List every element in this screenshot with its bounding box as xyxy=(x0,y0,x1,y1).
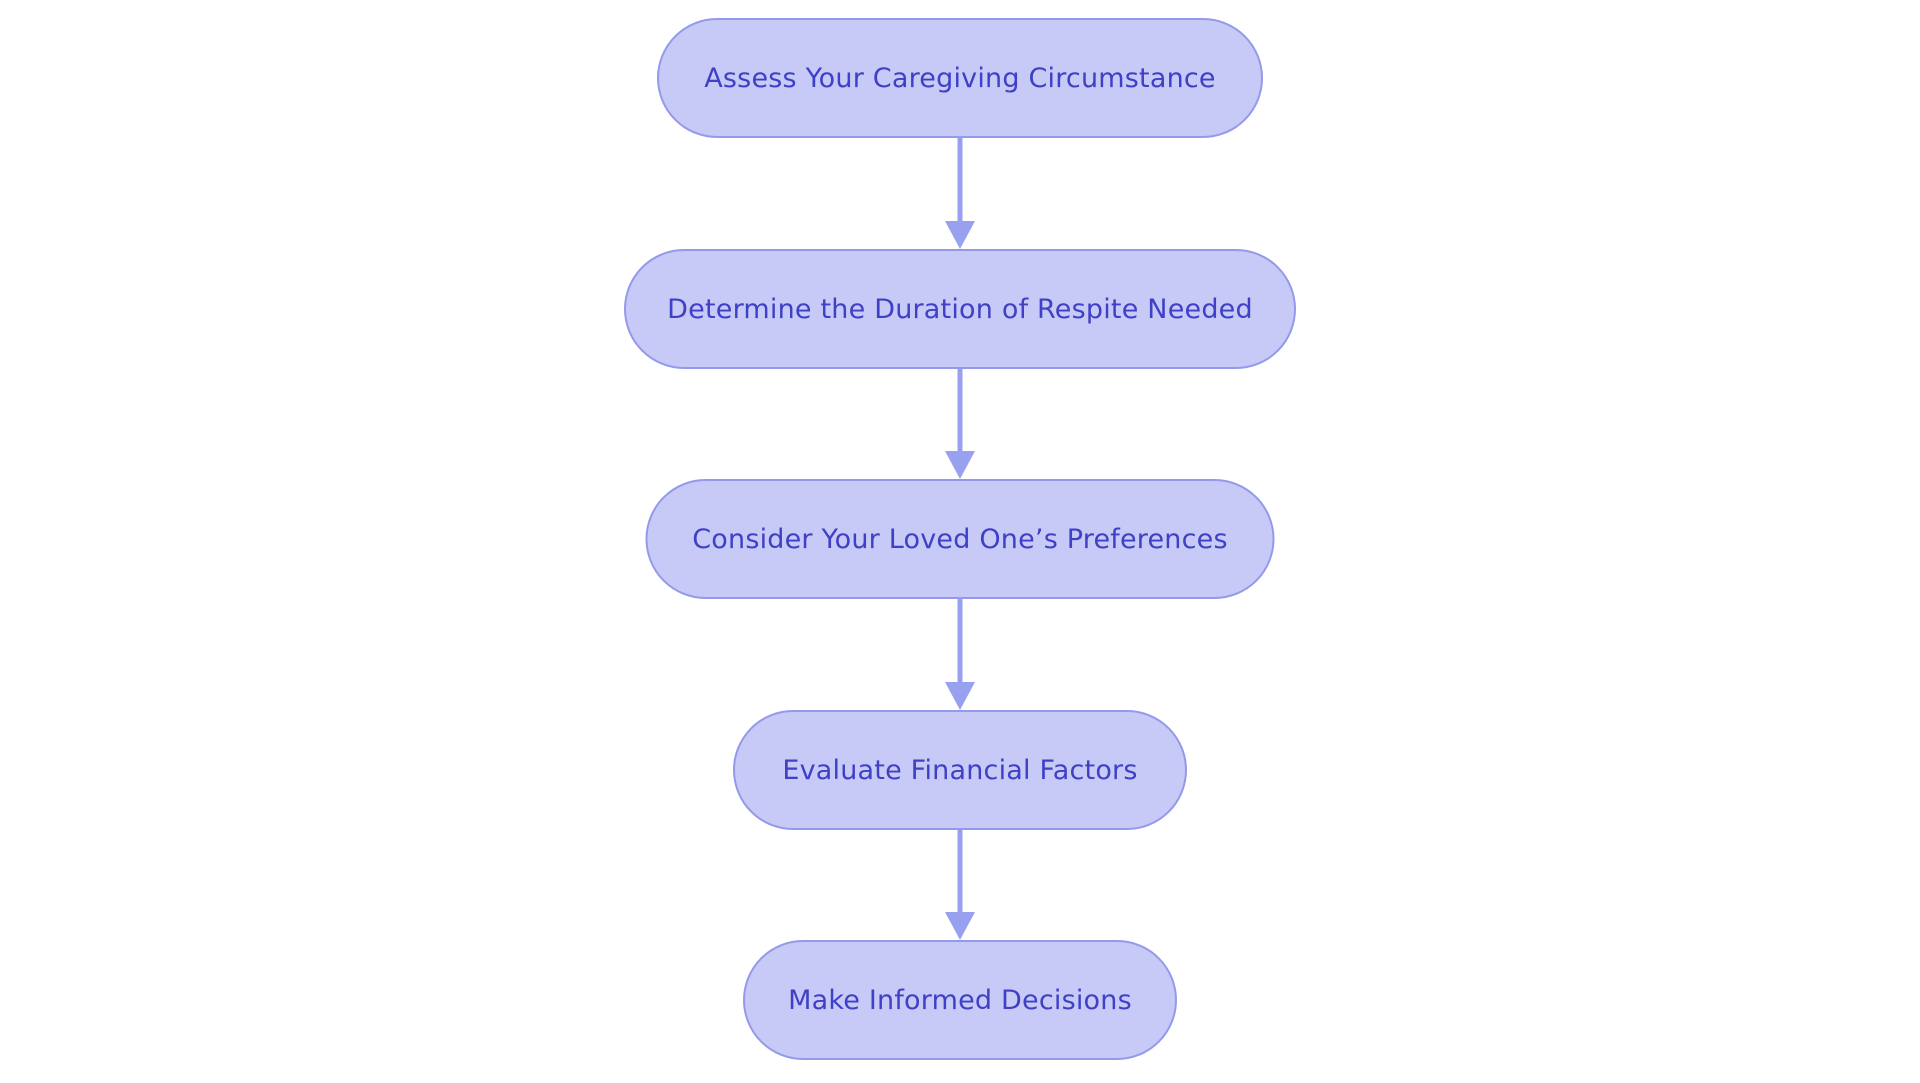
arrow-shaft xyxy=(957,599,963,684)
flow-node-loved-one-preferences: Consider Your Loved One’s Preferences xyxy=(645,479,1275,599)
flow-node-label: Make Informed Decisions xyxy=(788,984,1132,1016)
arrow-shaft xyxy=(957,369,963,453)
flow-node-respite-duration: Determine the Duration of Respite Needed xyxy=(624,249,1296,369)
flow-node-assess-caregiving: Assess Your Caregiving Circumstance xyxy=(657,18,1263,138)
flow-connector-3 xyxy=(944,599,976,710)
flow-connector-2 xyxy=(944,369,976,479)
arrow-down-icon xyxy=(945,682,975,710)
flow-connector-4 xyxy=(944,830,976,940)
arrow-down-icon xyxy=(945,221,975,249)
flow-node-label: Assess Your Caregiving Circumstance xyxy=(704,62,1216,94)
arrow-shaft xyxy=(957,830,963,914)
flow-connector-1 xyxy=(944,138,976,249)
flow-node-label: Evaluate Financial Factors xyxy=(782,754,1138,786)
arrow-down-icon xyxy=(945,912,975,940)
arrow-shaft xyxy=(957,138,963,223)
flow-node-label: Consider Your Loved One’s Preferences xyxy=(692,523,1228,555)
arrow-down-icon xyxy=(945,451,975,479)
flow-node-informed-decisions: Make Informed Decisions xyxy=(743,940,1177,1060)
flow-node-financial-factors: Evaluate Financial Factors xyxy=(733,710,1187,830)
flow-node-label: Determine the Duration of Respite Needed xyxy=(667,293,1253,325)
